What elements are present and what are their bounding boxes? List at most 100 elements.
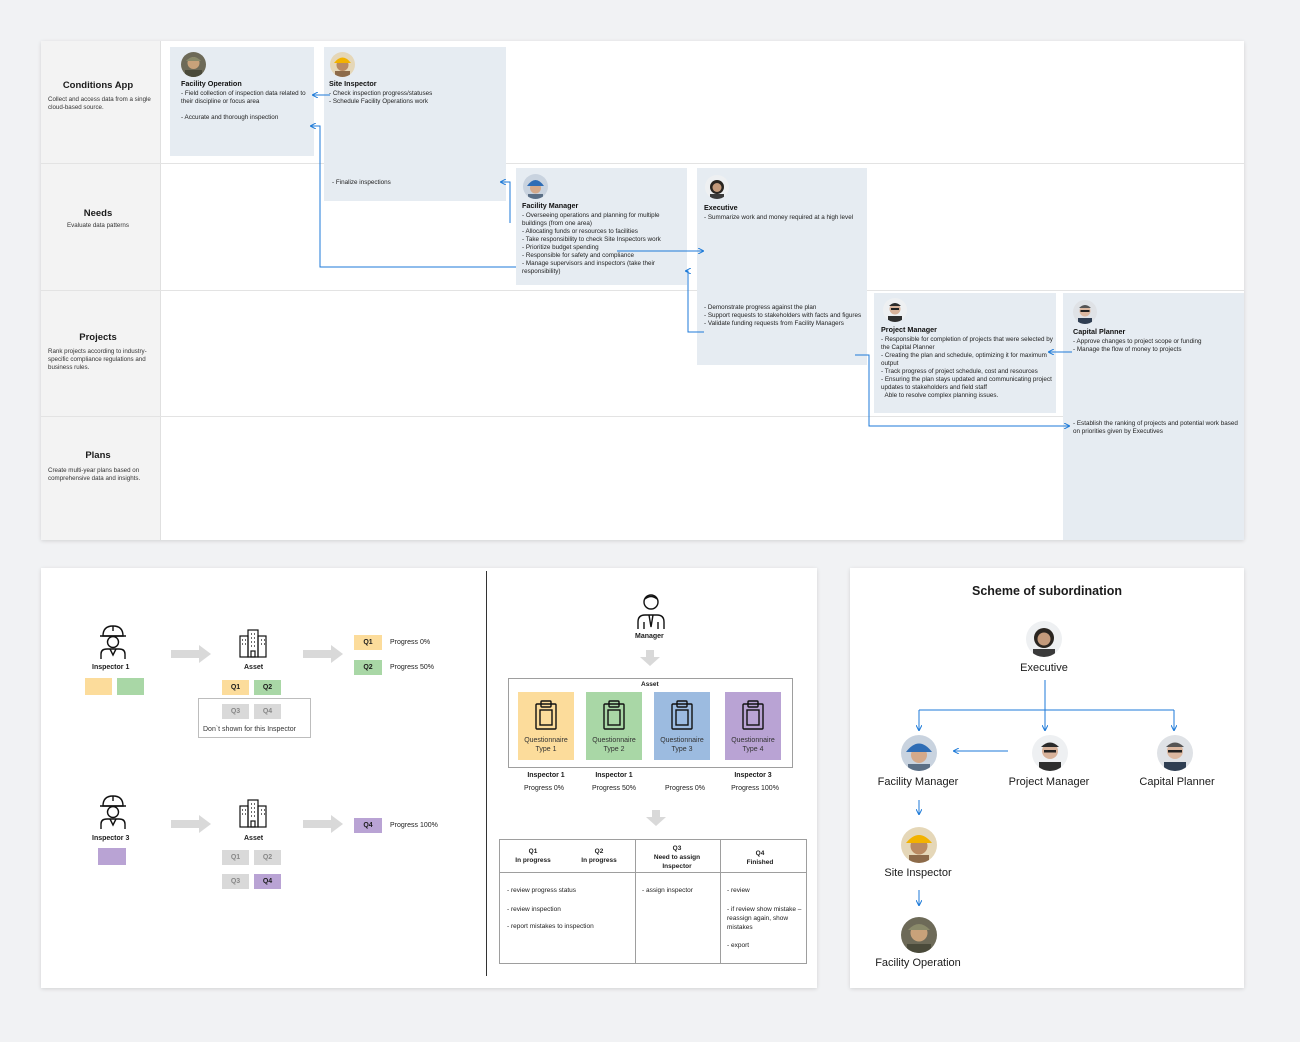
lane-desc: Create multi-year plans based on compreh…: [48, 467, 141, 482]
questionnaire-label: Questionnaire Type 1: [524, 737, 568, 753]
arrow-right-icon: [303, 815, 343, 838]
capital-planner-node-label: Capital Planner: [1139, 776, 1215, 788]
lane-divider: [41, 290, 1244, 291]
progress-label: Progress 100%: [390, 822, 438, 829]
worker-icon: [97, 792, 129, 835]
card-item: - Allocating funds or resources to facil…: [522, 228, 638, 235]
facility-operation-avatar: [901, 917, 937, 953]
card-item: - Establish the ranking of projects and …: [1073, 420, 1240, 435]
arrow-right-icon: [171, 645, 211, 668]
table-cell: - review progress status: [507, 887, 576, 894]
lane-divider: [41, 416, 1244, 417]
questionnaire-card-3[interactable]: Questionnaire Type 3: [654, 692, 710, 760]
lane-conditions-app: Conditions App Collect and access data f…: [41, 41, 161, 163]
questionnaire-card-4[interactable]: Questionnaire Type 4: [725, 692, 781, 760]
table-header: Q4 Finished: [731, 849, 789, 867]
asset-label: Asset: [244, 835, 264, 842]
card-item: - Field collection of inspection data re…: [181, 90, 308, 105]
card-item: Able to resolve complex planning issues.: [881, 392, 999, 399]
arrow-right-icon: [303, 645, 343, 668]
card-item: - Accurate and thorough inspection: [181, 114, 279, 121]
executive-card: Executive - Summarize work and money req…: [704, 204, 864, 222]
capital-planner-avatar: [1073, 300, 1097, 324]
table-cell: - review inspection: [507, 906, 561, 913]
questionnaire-progress: Progress 0%: [664, 785, 706, 792]
hidden-questionnaires-box: [198, 698, 311, 738]
table-header: Q2 In progress: [573, 847, 625, 865]
card-title: Facility Operation: [181, 79, 242, 88]
project-manager-card: Project Manager - Responsible for comple…: [881, 326, 1053, 400]
color-swatch-q1: [85, 678, 112, 695]
panel-divider: [486, 571, 487, 976]
questionnaire-card-1[interactable]: Questionnaire Type 1: [518, 692, 574, 760]
header-q: Q1: [528, 848, 538, 855]
capital-planner-card: Capital Planner - Approve changes to pro…: [1073, 328, 1239, 354]
clipboard-icon: [671, 700, 693, 730]
lane-divider: [41, 163, 1244, 164]
q1-badge: Q1: [222, 850, 249, 865]
inspector-1-label: Inspector 1: [92, 664, 130, 671]
color-swatch-q4: [98, 848, 126, 865]
arrow-right-icon: [171, 815, 211, 838]
q2-badge: Q2: [254, 850, 281, 865]
q3-badge: Q3: [222, 874, 249, 889]
card-item: - Approve changes to project scope or fu…: [1073, 338, 1202, 345]
status-table: [499, 839, 807, 964]
org-chart-title: Scheme of subordination: [971, 584, 1122, 598]
inspector-manager-panel: Inspector 1 Asset Q1 Q2 Q3 Q4 Don`t show…: [41, 568, 817, 988]
worker-icon: [97, 622, 129, 665]
header-status: In progress: [581, 857, 617, 864]
progress-label: Progress 50%: [390, 664, 434, 671]
site-inspector-avatar: [330, 52, 355, 77]
card-item: - Schedule Facility Operations work: [329, 98, 429, 105]
executive-avatar: [705, 175, 729, 199]
site-inspector-card: Site Inspector - Check inspection progre…: [329, 80, 499, 106]
facility-manager-card: Facility Manager - Overseeing operations…: [522, 202, 682, 276]
table-cell: - export: [727, 942, 750, 949]
card-title: Capital Planner: [1073, 327, 1126, 336]
table-header: Q1 In progress: [506, 847, 560, 865]
questionnaire-card-2[interactable]: Questionnaire Type 2: [586, 692, 642, 760]
lane-needs: Needs Evaluate data patterns: [41, 163, 161, 290]
facility-operation-node-label: Facility Operation: [875, 957, 961, 969]
lane-title: Conditions App: [62, 80, 134, 91]
table-header-divider: [499, 872, 806, 873]
card-item: - Responsible for completion of projects…: [881, 336, 1053, 351]
q4-result: Q4: [354, 818, 382, 833]
lane-title: Projects: [79, 332, 117, 343]
executive-avatar: [1026, 621, 1062, 657]
facility-manager-node-label: Facility Manager: [877, 776, 959, 788]
header-q: Q2: [594, 848, 604, 855]
color-swatch-q2: [117, 678, 144, 695]
project-manager-node-label: Project Manager: [1008, 776, 1090, 788]
table-cell: - review: [727, 887, 750, 894]
project-manager-avatar: [883, 298, 907, 322]
table-cell: - assign inspector: [642, 887, 693, 894]
facility-operation-avatar: [181, 52, 206, 77]
card-title: Executive: [704, 203, 738, 212]
building-icon: [238, 798, 268, 833]
lane-plans: Plans Create multi-year plans based on c…: [41, 416, 161, 540]
card-item: - Prioritize budget spending: [522, 244, 599, 251]
progress-label: Progress 0%: [390, 639, 431, 646]
card-item: - Track progress of project schedule, co…: [881, 368, 1038, 375]
org-chart-panel: Scheme of subordination Executive Facili…: [850, 568, 1244, 988]
card-item: - Finalize inspections: [332, 179, 391, 186]
card-item: - Validate funding requests from Facilit…: [704, 320, 844, 327]
header-q: Q4: [755, 850, 765, 857]
capital-planner-avatar: [1157, 735, 1193, 771]
table-col-divider: [635, 839, 636, 963]
q2-result: Q2: [354, 660, 382, 675]
lane-desc: Evaluate data patterns: [67, 222, 129, 229]
assigned-inspector: Inspector 1: [527, 772, 565, 779]
lane-projects: Projects Rank projects according to indu…: [41, 290, 161, 416]
card-item: - Responsible for safety and compliance: [522, 252, 635, 259]
questionnaire-label: Questionnaire Type 4: [731, 737, 775, 753]
inspector-3-label: Inspector 3: [92, 835, 130, 842]
manager-icon: [636, 592, 666, 635]
table-cell: - report mistakes to inspection: [507, 923, 594, 930]
building-icon: [238, 628, 268, 663]
card-item: - Demonstrate progress against the plan: [704, 304, 817, 311]
capital-planner-extra: - Establish the ranking of projects and …: [1073, 420, 1239, 436]
q4-badge: Q4: [254, 704, 281, 719]
